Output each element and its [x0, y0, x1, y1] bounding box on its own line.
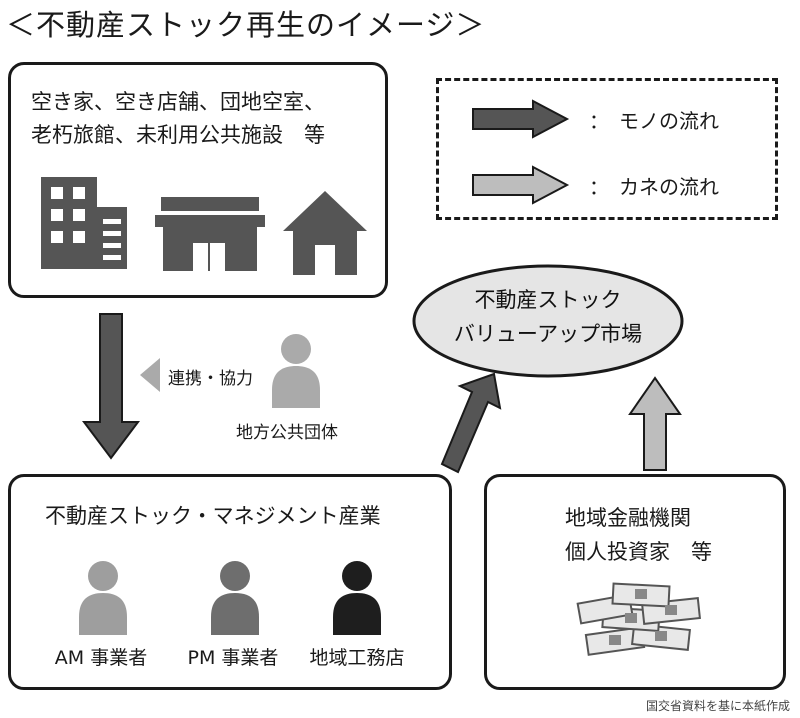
stock-box-line2: 老朽旅館、未利用公共施設 等	[31, 123, 325, 147]
finance-box-line2: 個人投資家 等	[565, 540, 712, 564]
pm-person-icon	[211, 561, 259, 635]
money-bundle-icon	[576, 582, 701, 656]
money-flow-up-arrow	[628, 376, 682, 471]
cooperation-arrow-icon	[140, 358, 160, 392]
office-building-icon	[41, 177, 127, 269]
market-line1: 不動産ストック	[474, 288, 622, 312]
management-box-title: 不動産ストック・マネジメント産業	[45, 504, 381, 528]
legend-money-label: ： カネの流れ	[589, 175, 719, 199]
goods-flow-down-arrow	[82, 313, 140, 460]
house-icon	[283, 191, 367, 275]
goods-flow-up-arrow	[440, 372, 502, 474]
stock-box: 空き家、空き店舗、団地空室、 老朽旅館、未利用公共施設 等	[8, 62, 388, 298]
store-icon	[155, 197, 265, 271]
goods-flow-arrow-icon	[472, 99, 570, 139]
market-line2: バリューアップ市場	[453, 322, 643, 346]
market-ellipse	[412, 264, 684, 378]
source-note: 国交省資料を基に本紙作成	[646, 699, 791, 713]
legend-goods-label: ： モノの流れ	[589, 109, 719, 133]
local-government-label: 地方公共団体	[236, 423, 338, 443]
legend-box: ： モノの流れ ： カネの流れ	[436, 78, 778, 220]
local-government-person-icon	[272, 334, 320, 408]
am-person-icon	[79, 561, 127, 635]
finance-box: 地域金融機関 個人投資家 等	[484, 474, 786, 690]
management-box: 不動産ストック・マネジメント産業 AM 事業者 PM 事業者 地域工務店	[8, 474, 452, 690]
diagram-title: ＜不動産ストック再生のイメージ＞	[6, 8, 486, 42]
stock-box-line1: 空き家、空き店舗、団地空室、	[31, 90, 325, 114]
money-flow-arrow-icon	[472, 165, 570, 205]
local-builder-person-icon	[333, 561, 381, 635]
cooperation-label: 連携・協力	[168, 369, 253, 389]
pm-label: PM 事業者	[187, 647, 279, 669]
am-label: AM 事業者	[54, 647, 148, 669]
local-builder-label: 地域工務店	[309, 647, 405, 669]
finance-box-line1: 地域金融機関	[565, 506, 691, 530]
